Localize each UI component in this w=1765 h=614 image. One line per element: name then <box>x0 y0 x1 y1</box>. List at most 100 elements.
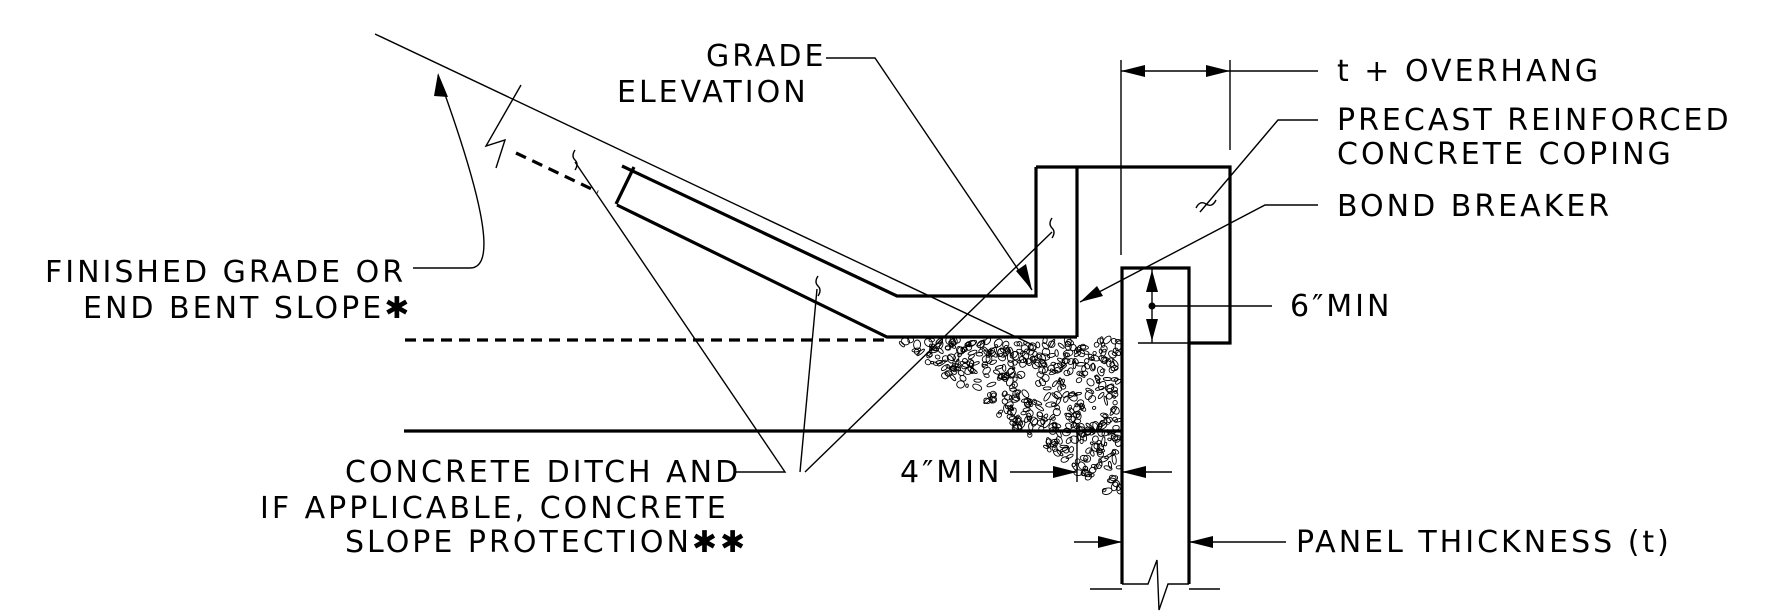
coping-wave-mark <box>1195 199 1217 209</box>
gravel-pebble <box>986 348 993 358</box>
ditch-wave-mark-2 <box>815 275 821 297</box>
gravel-pebble <box>1111 358 1119 367</box>
gravel-pebble <box>973 378 982 383</box>
gravel-pebble <box>1097 337 1104 345</box>
grade-label-line2: ELEVATION <box>617 75 809 110</box>
gravel-pebble <box>1103 417 1111 425</box>
gravel-pebble <box>981 361 989 367</box>
gravel-pebble <box>1001 376 1008 381</box>
ditch-label-line2: IF APPLICABLE, CONCRETE <box>260 491 729 526</box>
gravel-pebble <box>1030 355 1037 364</box>
bond-breaker-arrow <box>1080 286 1103 302</box>
gravel-pebble <box>1111 405 1120 415</box>
gravel-pebble <box>1104 452 1114 460</box>
gravel-pebble <box>1002 390 1008 397</box>
gravel-pebble <box>1079 438 1084 444</box>
gravel-pebble <box>1086 378 1095 387</box>
gravel-pebble <box>1074 391 1082 396</box>
gravel-pebble <box>962 358 969 365</box>
gravel-pebble <box>1111 448 1120 455</box>
gravel-pebble <box>1083 454 1092 463</box>
gravel-pebble <box>1017 373 1023 380</box>
gravel-pebble <box>898 341 905 348</box>
gravel-pebble <box>976 340 986 349</box>
gravel-pebble <box>954 363 962 368</box>
gravel-pebble <box>1050 416 1056 421</box>
gravel-pebble <box>946 354 954 364</box>
gravel-pebble <box>994 344 999 349</box>
gravel-pebble <box>1028 348 1035 356</box>
panel-outline <box>1120 266 1191 584</box>
gravel-pebble <box>949 343 957 349</box>
gravel-pebble <box>967 354 975 360</box>
gravel-pebble <box>1102 377 1112 381</box>
gravel-pebble <box>1083 362 1091 370</box>
gravel-pebble <box>1052 408 1061 417</box>
gravel-pebble <box>1100 412 1109 418</box>
gravel-pebble <box>1113 390 1118 394</box>
gravel-pebble <box>1112 434 1122 443</box>
gravel-pebble <box>1102 413 1108 420</box>
gravel-pebble <box>1099 455 1110 463</box>
gravel-pebble <box>1021 389 1030 399</box>
bond-breaker-leader <box>1079 204 1318 303</box>
four-min-label: 4″MIN <box>900 455 1002 490</box>
gravel-pebble <box>957 370 965 377</box>
gravel-pebble <box>1062 358 1071 364</box>
gravel-pebble <box>1103 395 1108 406</box>
gravel-pebble <box>944 345 951 351</box>
ditch-bottom-edge <box>616 203 1077 339</box>
gravel-pebble <box>990 397 996 403</box>
finished-grade-arrow <box>434 73 448 97</box>
gravel-pebble <box>1057 342 1065 349</box>
slope-break-symbol <box>484 84 522 169</box>
gravel-pebble <box>931 347 940 354</box>
gravel-pebble <box>957 352 963 358</box>
gravel-pebble <box>1038 378 1046 387</box>
six-min-label: 6″MIN <box>1290 289 1392 324</box>
gravel-pebble <box>1100 345 1108 353</box>
gravel-pebble <box>948 340 954 348</box>
gravel-pebble <box>1108 475 1119 484</box>
gravel-pebble <box>1096 461 1103 470</box>
gravel-pebble <box>1028 398 1033 403</box>
grade-elevation-leader <box>826 57 1033 291</box>
gravel-pebble <box>1025 409 1034 418</box>
gravel-pebble <box>1010 407 1017 417</box>
gravel-pebble <box>1053 367 1061 374</box>
gravel-pebble <box>1006 405 1015 411</box>
gravel-pebble <box>1094 375 1101 381</box>
gravel-pebble <box>1045 401 1057 408</box>
gravel-pebble <box>1089 421 1099 431</box>
gravel-pebble <box>1101 487 1113 495</box>
gravel-pebble <box>1077 349 1086 358</box>
gravel-pebble <box>965 341 972 347</box>
gravel-pebble <box>1110 365 1119 372</box>
gravel-pebble <box>1043 413 1049 419</box>
ditch-leader <box>574 161 787 473</box>
six-min-arrow-bottom <box>1146 319 1158 341</box>
gravel-pebble <box>1035 404 1045 412</box>
gravel-pebble <box>1107 460 1113 469</box>
gravel-pebble <box>937 359 947 367</box>
overhang-arrow-right <box>1206 65 1230 77</box>
finished-grade-leader <box>413 74 485 269</box>
ditch-leader-2 <box>799 288 818 473</box>
gravel-pebble <box>975 352 984 357</box>
gravel-pebble <box>1008 371 1015 379</box>
gravel-pebble <box>1041 342 1049 350</box>
gravel-pebble <box>1016 420 1026 430</box>
gravel-pebble <box>916 348 925 357</box>
gravel-pebble <box>1008 416 1019 423</box>
gravel-pebble <box>1080 406 1087 412</box>
ditch-top-edge <box>621 164 1038 298</box>
gravel-pebble <box>1052 448 1062 457</box>
gravel-pebble <box>1016 348 1024 355</box>
gravel-pebble <box>940 364 949 371</box>
gravel-pebble <box>1113 378 1119 382</box>
gravel-pebble <box>989 359 997 366</box>
gravel-pebble <box>1093 463 1099 470</box>
panel-break-symbol <box>1122 559 1189 611</box>
gravel-pebble <box>1066 338 1075 346</box>
gravel-pebble <box>1089 449 1095 457</box>
